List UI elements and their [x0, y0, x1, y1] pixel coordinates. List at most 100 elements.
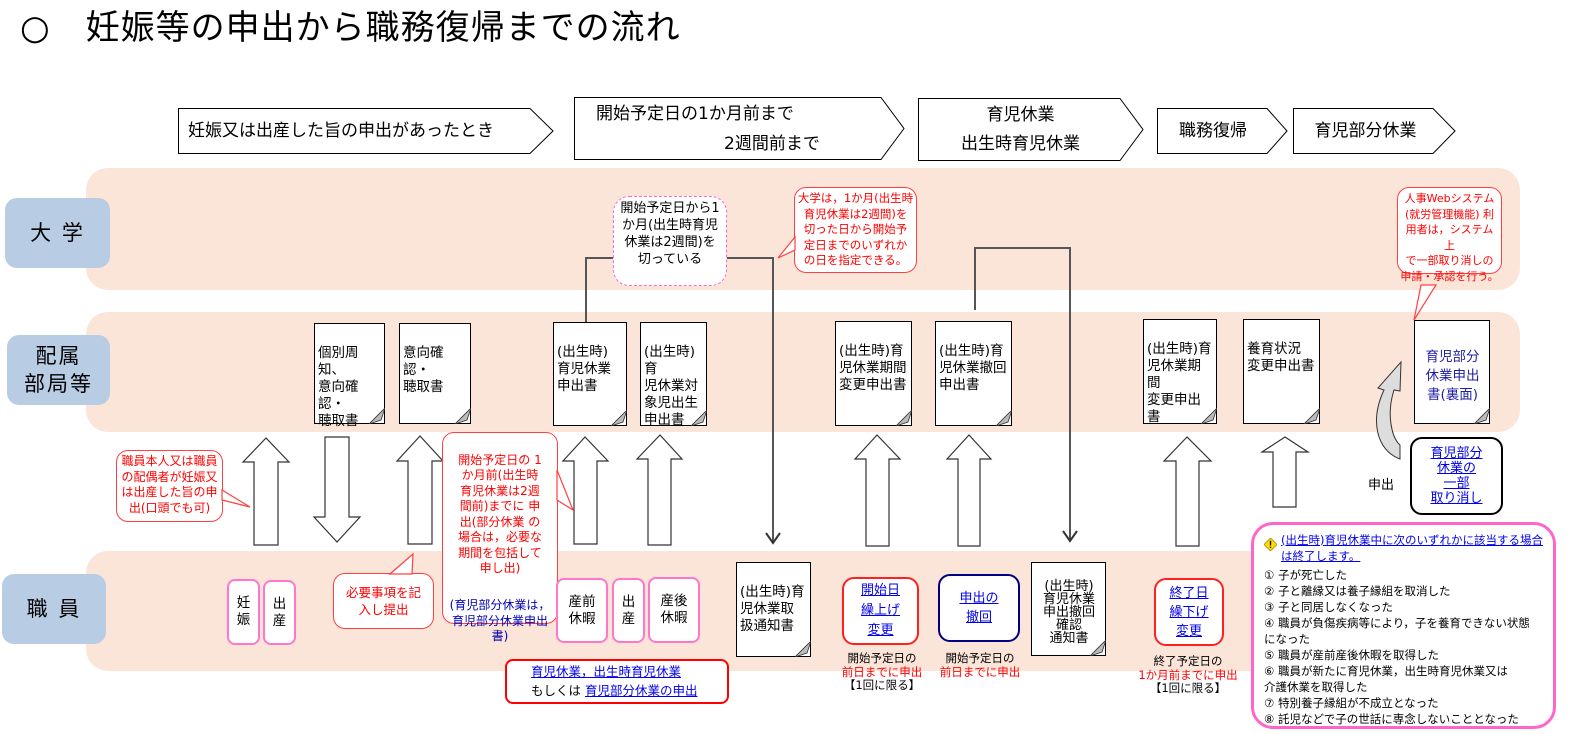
doc-partial-leave-application-back[interactable]: 育児部分 休業申出 書(裏面)	[1414, 320, 1490, 424]
item-pregnancy: 妊 娠	[227, 579, 260, 645]
doc-leave-application[interactable]: (出生時) 育児休業 申出書	[553, 322, 627, 426]
chevron-shape	[574, 97, 905, 160]
doc-handling-notice[interactable]: (出生時)育 児休業取 扱通知書	[736, 562, 811, 657]
end-date-postpone-link[interactable]: 終了日 繰下げ 変更	[1169, 585, 1209, 639]
lane-label-department: 配属 部局等	[7, 335, 110, 405]
up-arrow-icon	[853, 434, 902, 547]
callout-start-date-passed: 開始予定日から1 か月(出生時育児 休業は2週間)を 切っている	[613, 196, 727, 286]
end-date-postpone-button[interactable]: 終了日 繰下げ 変更	[1154, 578, 1224, 646]
page-curl-icon	[795, 641, 811, 657]
doc-label: 養育状況 変更申出書	[1247, 341, 1315, 374]
doc-label: (出生時)育 児休業期間 変更申出書	[1147, 341, 1212, 425]
apply-prefix: もしくは	[531, 683, 585, 698]
up-arrow-icon	[635, 434, 684, 546]
page-curl-icon	[1304, 408, 1320, 424]
doc-label: (出生時)育 児休業取 扱通知書	[740, 584, 805, 634]
doc-child-birth-application[interactable]: (出生時)育 児休業対 象児出生 申出書	[640, 322, 707, 428]
item-birth: 出 産	[263, 580, 296, 645]
doc-period-change-application-2[interactable]: (出生時)育 児休業期間 変更申出書	[1143, 319, 1217, 425]
condition-item: ⑥ 職員が新たに育児休業，出生時育児休業又は 介護休業を取得した	[1264, 664, 1508, 694]
partial-leave-cancel-link[interactable]: 育児部分 休業の 一部 取り消し	[1430, 446, 1483, 506]
condition-item: ③ 子と同居しなくなった	[1264, 600, 1393, 614]
condition-item: ⑦ 特別養子縁組が不成立となった	[1264, 696, 1439, 710]
condition-item: ② 子と離縁又は養子縁組を取消した	[1264, 584, 1451, 598]
up-arrow-icon	[1259, 436, 1311, 508]
page-curl-icon	[611, 410, 627, 426]
chevron-shape	[178, 108, 554, 154]
chevron-shape	[1157, 108, 1288, 154]
partial-leave-apply-link[interactable]: 育児部分休業の申出	[584, 683, 698, 698]
arrowhead-down-icon	[765, 532, 781, 545]
callout-tail	[221, 488, 251, 508]
page-curl-icon	[369, 408, 385, 424]
page-curl-icon	[1090, 640, 1106, 656]
page-title: ○ 妊娠等の申出から職務復帰までの流れ	[20, 8, 681, 48]
callout-note: (育児部分休業は， 育児部分休業申出書)	[449, 598, 551, 643]
lane-label-employee: 職 員	[2, 574, 106, 644]
arrowhead-down-icon	[1062, 530, 1078, 543]
doc-label: (出生時)育 児休業撤回 申出書	[939, 343, 1007, 393]
note-withdraw: 開始予定日の 前日までに申出	[935, 651, 1025, 679]
doc-withdrawal-notice[interactable]: (出生時) 育児休業 申出撤回 確認 通知書	[1031, 562, 1106, 656]
chevron-shape	[1293, 108, 1456, 154]
doc-intent-form[interactable]: 意向確認・ 聴取書	[399, 323, 471, 424]
condition-item: ⑤ 職員が産前産後休暇を取得した	[1264, 648, 1439, 662]
item-postnatal-leave: 産後 休暇	[648, 577, 700, 643]
note-line: 【1回に限る】	[843, 678, 921, 692]
childcare-leave-link[interactable]: 育児休業，出生時育児休業	[531, 664, 682, 679]
doc-notice-intent-form[interactable]: 個別周知、 意向確認・ 聴取書	[314, 323, 385, 429]
condition-item: ⑧ 託児などで子の世話に専念しないこととなった	[1264, 712, 1519, 726]
callout-apply-deadline: 開始予定日の 1 か月前(出生時 育児休業は2週 間前)までに 申 出(部分休業…	[442, 432, 558, 643]
callout-text: 開始予定日の 1 か月前(出生時 育児休業は2週 間前)までに 申 出(部分休業…	[457, 452, 542, 576]
up-arrow-icon	[395, 435, 445, 545]
condition-item: ④ 職員が負傷疾病等により，子を養育できない状態 になった	[1264, 616, 1530, 646]
doc-label: 意向確認・ 聴取書	[403, 345, 444, 395]
callout-university-designates: 大学は，1か月(出生時 育児休業は2週間)を 切った日から開始予 定日までのいず…	[794, 187, 917, 273]
withdraw-application-button[interactable]: 申出の 撤回	[938, 574, 1020, 642]
item-prenatal-leave: 産前 休暇	[556, 578, 608, 643]
note-line: 開始予定日の	[847, 651, 917, 665]
page-curl-icon	[996, 410, 1012, 426]
withdraw-application-link[interactable]: 申出の 撤回	[959, 591, 999, 625]
apply-label: 申出	[1368, 478, 1395, 493]
page-curl-icon	[1474, 408, 1490, 424]
doc-period-change-application[interactable]: (出生時)育 児休業期間 変更申出書	[835, 321, 912, 426]
start-date-advance-button[interactable]: 開始日 繰上げ 変更	[842, 577, 919, 645]
up-arrow-icon	[561, 436, 610, 545]
doc-label: (出生時)育 児休業期間 変更申出書	[839, 343, 907, 393]
note-line: 【1回に限る】	[1149, 681, 1227, 695]
warning-icon	[1264, 538, 1277, 551]
doc-label: (出生時) 育児休業 申出撤回 確認 通知書	[1042, 579, 1095, 646]
note-line-red: 前日までに申出	[939, 664, 1021, 679]
page-curl-icon	[455, 408, 471, 424]
note-line: 開始予定日の	[945, 651, 1015, 665]
down-arrow-icon	[312, 436, 362, 543]
callout-web-system: 人事Webシステム (就労管理機能) 利 用者は，システム 上 で一部取り消しの…	[1397, 187, 1502, 283]
note-line-red: 1か月前までに申出	[1138, 667, 1238, 682]
start-date-advance-link[interactable]: 開始日 繰上げ 変更	[860, 583, 900, 638]
end-conditions-box: (出生時)育児休業中に次のいずれかに該当する場合は終了します。 ① 子が死亡した…	[1251, 522, 1556, 729]
note-end-postpone: 終了予定日の 1か月前までに申出 【1回に限る】	[1136, 654, 1240, 696]
doc-label: (出生時) 育児休業 申出書	[557, 344, 611, 394]
doc-care-status-change[interactable]: 養育状況 変更申出書	[1243, 319, 1320, 424]
up-arrow-icon	[945, 434, 993, 547]
note-start-advance: 開始予定日の 前日までに申出 【1回に限る】	[840, 651, 924, 693]
doc-label: (出生時)育 児休業対 象児出生 申出書	[644, 344, 698, 428]
doc-label: 育児部分 休業申出 書(裏面)	[1425, 349, 1480, 403]
condition-item: ① 子が死亡した	[1264, 568, 1347, 582]
callout-fill-submit: 必要事項を記 入し提出	[333, 573, 434, 629]
chevron-shape	[918, 98, 1144, 161]
item-birth-2: 出 産	[612, 578, 645, 643]
partial-leave-cancel-button[interactable]: 育児部分 休業の 一部 取り消し	[1410, 437, 1503, 515]
note-line-red: 前日までに申出	[841, 664, 923, 679]
up-arrow-icon	[241, 437, 291, 546]
end-conditions-link[interactable]: (出生時)育児休業中に次のいずれかに該当する場合は終了します。	[1281, 533, 1543, 563]
doc-withdrawal-application[interactable]: (出生時)育 児休業撤回 申出書	[935, 321, 1012, 426]
page-curl-icon	[691, 410, 707, 426]
lane-label-university: 大 学	[5, 198, 110, 268]
doc-label: 個別周知、 意向確認・ 聴取書	[318, 345, 359, 429]
callout-tail	[556, 469, 575, 512]
up-arrow-icon	[1162, 436, 1213, 547]
apply-box: 育児休業，出生時育児休業 もしくは 育児部分休業の申出	[505, 659, 729, 704]
callout-report-pregnancy: 職員本人又は職員 の配偶者が妊娠又 は出産した旨の申 出(口頭でも可)	[116, 450, 223, 522]
